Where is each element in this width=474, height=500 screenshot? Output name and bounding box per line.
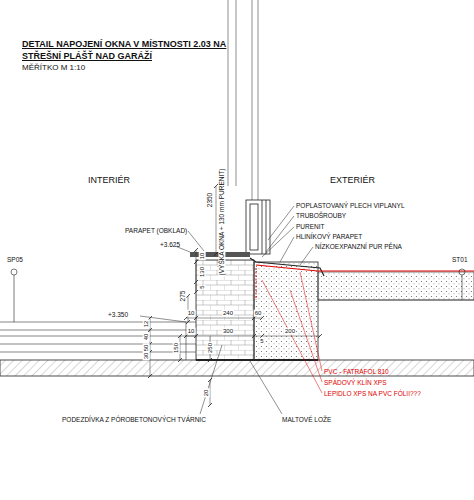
garage-ceiling-slab (0, 360, 474, 376)
dimension-tick (194, 316, 198, 320)
dimension-label: 5 (199, 284, 206, 289)
dimension-label: 12 (143, 320, 150, 329)
axis-lines (228, 0, 258, 200)
dimension-tick (186, 320, 190, 324)
red-leaders (262, 272, 322, 393)
dimension-tick (214, 252, 218, 256)
dimension-label: 40 (143, 333, 150, 342)
dimension-tick (194, 260, 198, 264)
dimension-label: 250 (207, 342, 214, 354)
callout-label: EXTERIÉR (330, 176, 375, 186)
dimension-tick (194, 248, 198, 252)
callout-label: SPÁDOVÝ KLÍN XPS (324, 379, 387, 386)
callout-label: LEPIDLO XPS NA PVC FÓLII??? (324, 390, 421, 397)
callout-label: ST01 (452, 256, 468, 263)
callout-label: PODEZDÍVKA Z PÓROBETONOVÝCH TVÁRNIC (62, 416, 206, 423)
callout-label: NÍZKOEXPANZNÍ PUR PĚNA (315, 243, 402, 250)
dimension-tick (184, 316, 188, 320)
dimension-label: 5 (259, 338, 264, 345)
callout-label: PVC - FATRAFOL 810 (324, 368, 389, 375)
window-frame (246, 200, 270, 254)
dimension-label: 30 (143, 352, 150, 361)
callout-label: INTERIÉR (88, 176, 130, 186)
dimension-label: (VÝŠKA OKNA + 130 mm PURENIT) (218, 168, 225, 277)
dimension-tick (194, 334, 198, 338)
dimension-tick (208, 403, 212, 407)
callout-label: MALTOVÉ LOŽE (282, 416, 331, 423)
dimension-label: 200 (284, 328, 296, 335)
dimension-label: 10 (187, 328, 196, 335)
dimension-label: 240 (222, 310, 234, 317)
callout-label: 2350 (206, 193, 213, 207)
dimension-tick (318, 334, 322, 338)
dimension-tick (148, 328, 152, 332)
dimension-tick (178, 334, 182, 338)
leader-lines (140, 206, 313, 414)
callout-label: HLINÍKOVÝ PARAPET (296, 233, 362, 240)
dimension-label: 60 (254, 310, 263, 317)
callout-label: POPLASTOVANÝ PLECH VIPLANYL (296, 202, 405, 209)
callout-label: +3.625 (160, 241, 180, 248)
roof-insulation (318, 272, 474, 300)
dimension-label: 10 (199, 252, 206, 261)
mortar-bed (196, 359, 318, 361)
dimension-lines (150, 186, 320, 405)
dimension-label: 10 (187, 310, 196, 317)
dimension-tick (184, 334, 188, 338)
dimension-tick (186, 294, 190, 298)
callout-label: PURENIT (296, 223, 325, 230)
drawing-title: DETAIL NAPOJENÍ OKNA V MÍSTNOSTI 2.03 NA… (22, 38, 237, 62)
dimension-tick (214, 184, 218, 188)
dimension-label: 20 (203, 389, 210, 398)
dimension-tick (208, 358, 212, 362)
callout-label: PARAPET (OBKLAD) (125, 227, 187, 234)
floor-layers (0, 322, 196, 360)
dimension-ticks (148, 184, 322, 407)
dimension-label: 130 (199, 266, 206, 278)
pvc-membrane (256, 265, 474, 271)
callout-label: MĚŘÍTKO M 1:10 (22, 64, 85, 73)
dimension-label: 300 (222, 328, 234, 335)
dimension-tick (194, 280, 198, 284)
dimension-tick (252, 316, 256, 320)
dimension-label: 150 (173, 342, 180, 354)
callout-label: TRUBOŠROUBY (296, 212, 346, 219)
dimension-tick (194, 290, 198, 294)
dimension-tick (148, 374, 152, 378)
aluminium-sill (250, 258, 324, 276)
dimension-tick (178, 358, 182, 362)
roof-layer (318, 300, 474, 301)
grid-markers (11, 269, 465, 322)
callout-label: +3.350 (108, 311, 128, 318)
callout-label: SP05 (7, 256, 23, 263)
membrane-upturn (256, 268, 257, 300)
dimension-tick (252, 334, 256, 338)
xps-wedge (254, 262, 318, 360)
dimension-label: 275 (179, 290, 186, 303)
dimension-tick (208, 378, 212, 382)
dimension-tick (260, 316, 264, 320)
